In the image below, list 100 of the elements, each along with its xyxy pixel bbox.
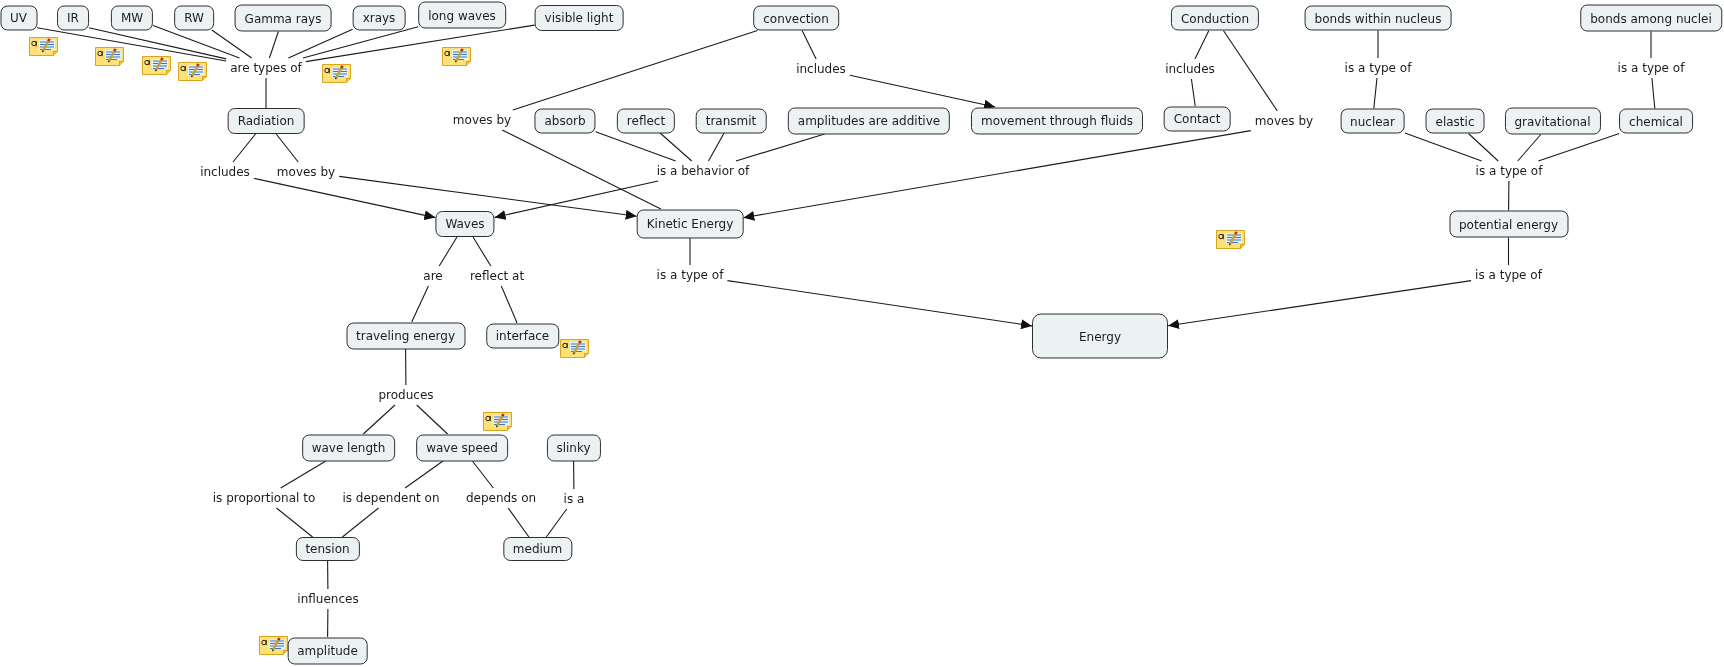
linking-phrase: includes: [199, 165, 251, 179]
linking-phrase: moves by: [451, 113, 513, 127]
connector-line: [471, 460, 494, 489]
connector-line: [545, 508, 568, 538]
connector-line: [1651, 77, 1656, 110]
linking-phrase: is dependent on: [341, 491, 441, 505]
connector-line: [507, 507, 530, 538]
linking-phrase: is proportional to: [211, 491, 317, 505]
concept-box: interface: [485, 323, 560, 348]
connector-line: [152, 24, 241, 59]
connector-line: [280, 460, 327, 489]
connector-line: [512, 29, 759, 111]
concept-box: MW: [110, 5, 154, 30]
concept-box: Conduction: [1170, 5, 1260, 31]
concept-box: xrays: [352, 5, 406, 30]
linking-phrase: produces: [377, 388, 435, 402]
concept-box: bonds among nuclei: [1580, 4, 1722, 32]
concept-box: reflect: [616, 108, 676, 133]
connector-line: [416, 404, 449, 435]
linking-phrase: is a type of: [1343, 61, 1413, 75]
linking-phrase: is a behavior of: [655, 164, 751, 178]
connector-line: [472, 236, 492, 267]
connector-line: [1467, 132, 1499, 162]
concept-box: slinky: [546, 434, 601, 461]
concept-box: Kinetic Energy: [636, 209, 744, 238]
connector-line: [305, 24, 536, 63]
connector-line: [1507, 236, 1510, 266]
connector-line: [1537, 132, 1620, 162]
concept-box: Waves: [435, 211, 495, 237]
connector-line: [1194, 29, 1210, 60]
connector-line: [405, 348, 407, 386]
connector-line: [573, 460, 575, 490]
linking-phrase: is a type of: [1474, 164, 1544, 178]
connector-line: [1190, 78, 1196, 107]
linking-phrase: moves by: [275, 165, 337, 179]
concept-box: chemical: [1619, 108, 1693, 134]
concept-box: long waves: [418, 1, 506, 29]
concept-box: RW: [174, 5, 214, 30]
linking-phrase: is a type of: [655, 268, 725, 282]
concept-box: absorb: [534, 108, 596, 133]
connector-line: [268, 30, 279, 59]
linking-phrase: are types of: [229, 61, 303, 75]
concept-box: convection: [753, 5, 839, 31]
arrow: [1167, 280, 1472, 330]
concept-box: IR: [57, 5, 89, 30]
arrow: [494, 180, 659, 220]
connector-line: [707, 132, 725, 162]
connector-line: [211, 29, 253, 59]
concept-box: bonds within nucleus: [1304, 5, 1452, 31]
connector-line: [411, 285, 429, 323]
connector-line: [275, 133, 299, 163]
connector-line: [1373, 77, 1378, 110]
arrow: [253, 177, 436, 221]
concept-box: gravitational: [1504, 107, 1601, 135]
connector-line: [1404, 132, 1483, 162]
linking-phrase: is a type of: [1474, 268, 1543, 282]
concept-box: medium: [502, 537, 573, 561]
connector-line: [341, 507, 380, 538]
concept-box: transmit: [695, 108, 767, 133]
concept-box: Contact: [1163, 106, 1231, 131]
linking-phrase: includes: [1164, 62, 1216, 76]
linking-phrase: includes: [795, 62, 847, 76]
connector-line: [659, 132, 693, 162]
connector-line: [501, 129, 662, 210]
concept-box: movement through fluids: [971, 107, 1143, 134]
linking-phrase: moves by: [1253, 114, 1315, 128]
linking-phrase: is a: [562, 492, 586, 506]
arrow: [726, 280, 1033, 330]
linking-phrase: influences: [296, 592, 360, 606]
connector-line: [302, 26, 419, 59]
connector-line: [404, 460, 444, 489]
concept-box: potential energy: [1449, 210, 1568, 238]
connector-line: [232, 133, 257, 163]
arrow: [338, 175, 638, 220]
connector-line: [36, 27, 227, 62]
connector-line: [689, 237, 691, 266]
connector-line: [265, 77, 267, 109]
concept-box: wave length: [301, 434, 396, 461]
connector-line: [1222, 29, 1278, 112]
connector-line: [362, 404, 396, 435]
concept-box: wave speed: [416, 434, 508, 461]
connector-line: [327, 608, 329, 638]
concept-box: tension: [295, 537, 360, 561]
connector-line: [595, 131, 677, 162]
connector-line: [275, 507, 314, 538]
concept-box: Energy: [1032, 313, 1168, 359]
concept-box: Radiation: [227, 108, 305, 134]
concept-box: amplitude: [287, 637, 368, 664]
connector-line: [1650, 30, 1652, 59]
concept-box: traveling energy: [346, 322, 465, 349]
arrow: [742, 130, 1252, 221]
connector-line: [500, 285, 518, 324]
connector-line: [1517, 133, 1542, 162]
linking-phrase: is a type of: [1616, 61, 1686, 75]
connector-line: [287, 28, 354, 59]
connector-line: [1508, 180, 1510, 212]
concept-box: amplitudes are additive: [787, 107, 951, 134]
concept-box: elastic: [1425, 108, 1485, 134]
linking-phrase: depends on: [464, 491, 538, 505]
connector-line: [327, 560, 329, 590]
